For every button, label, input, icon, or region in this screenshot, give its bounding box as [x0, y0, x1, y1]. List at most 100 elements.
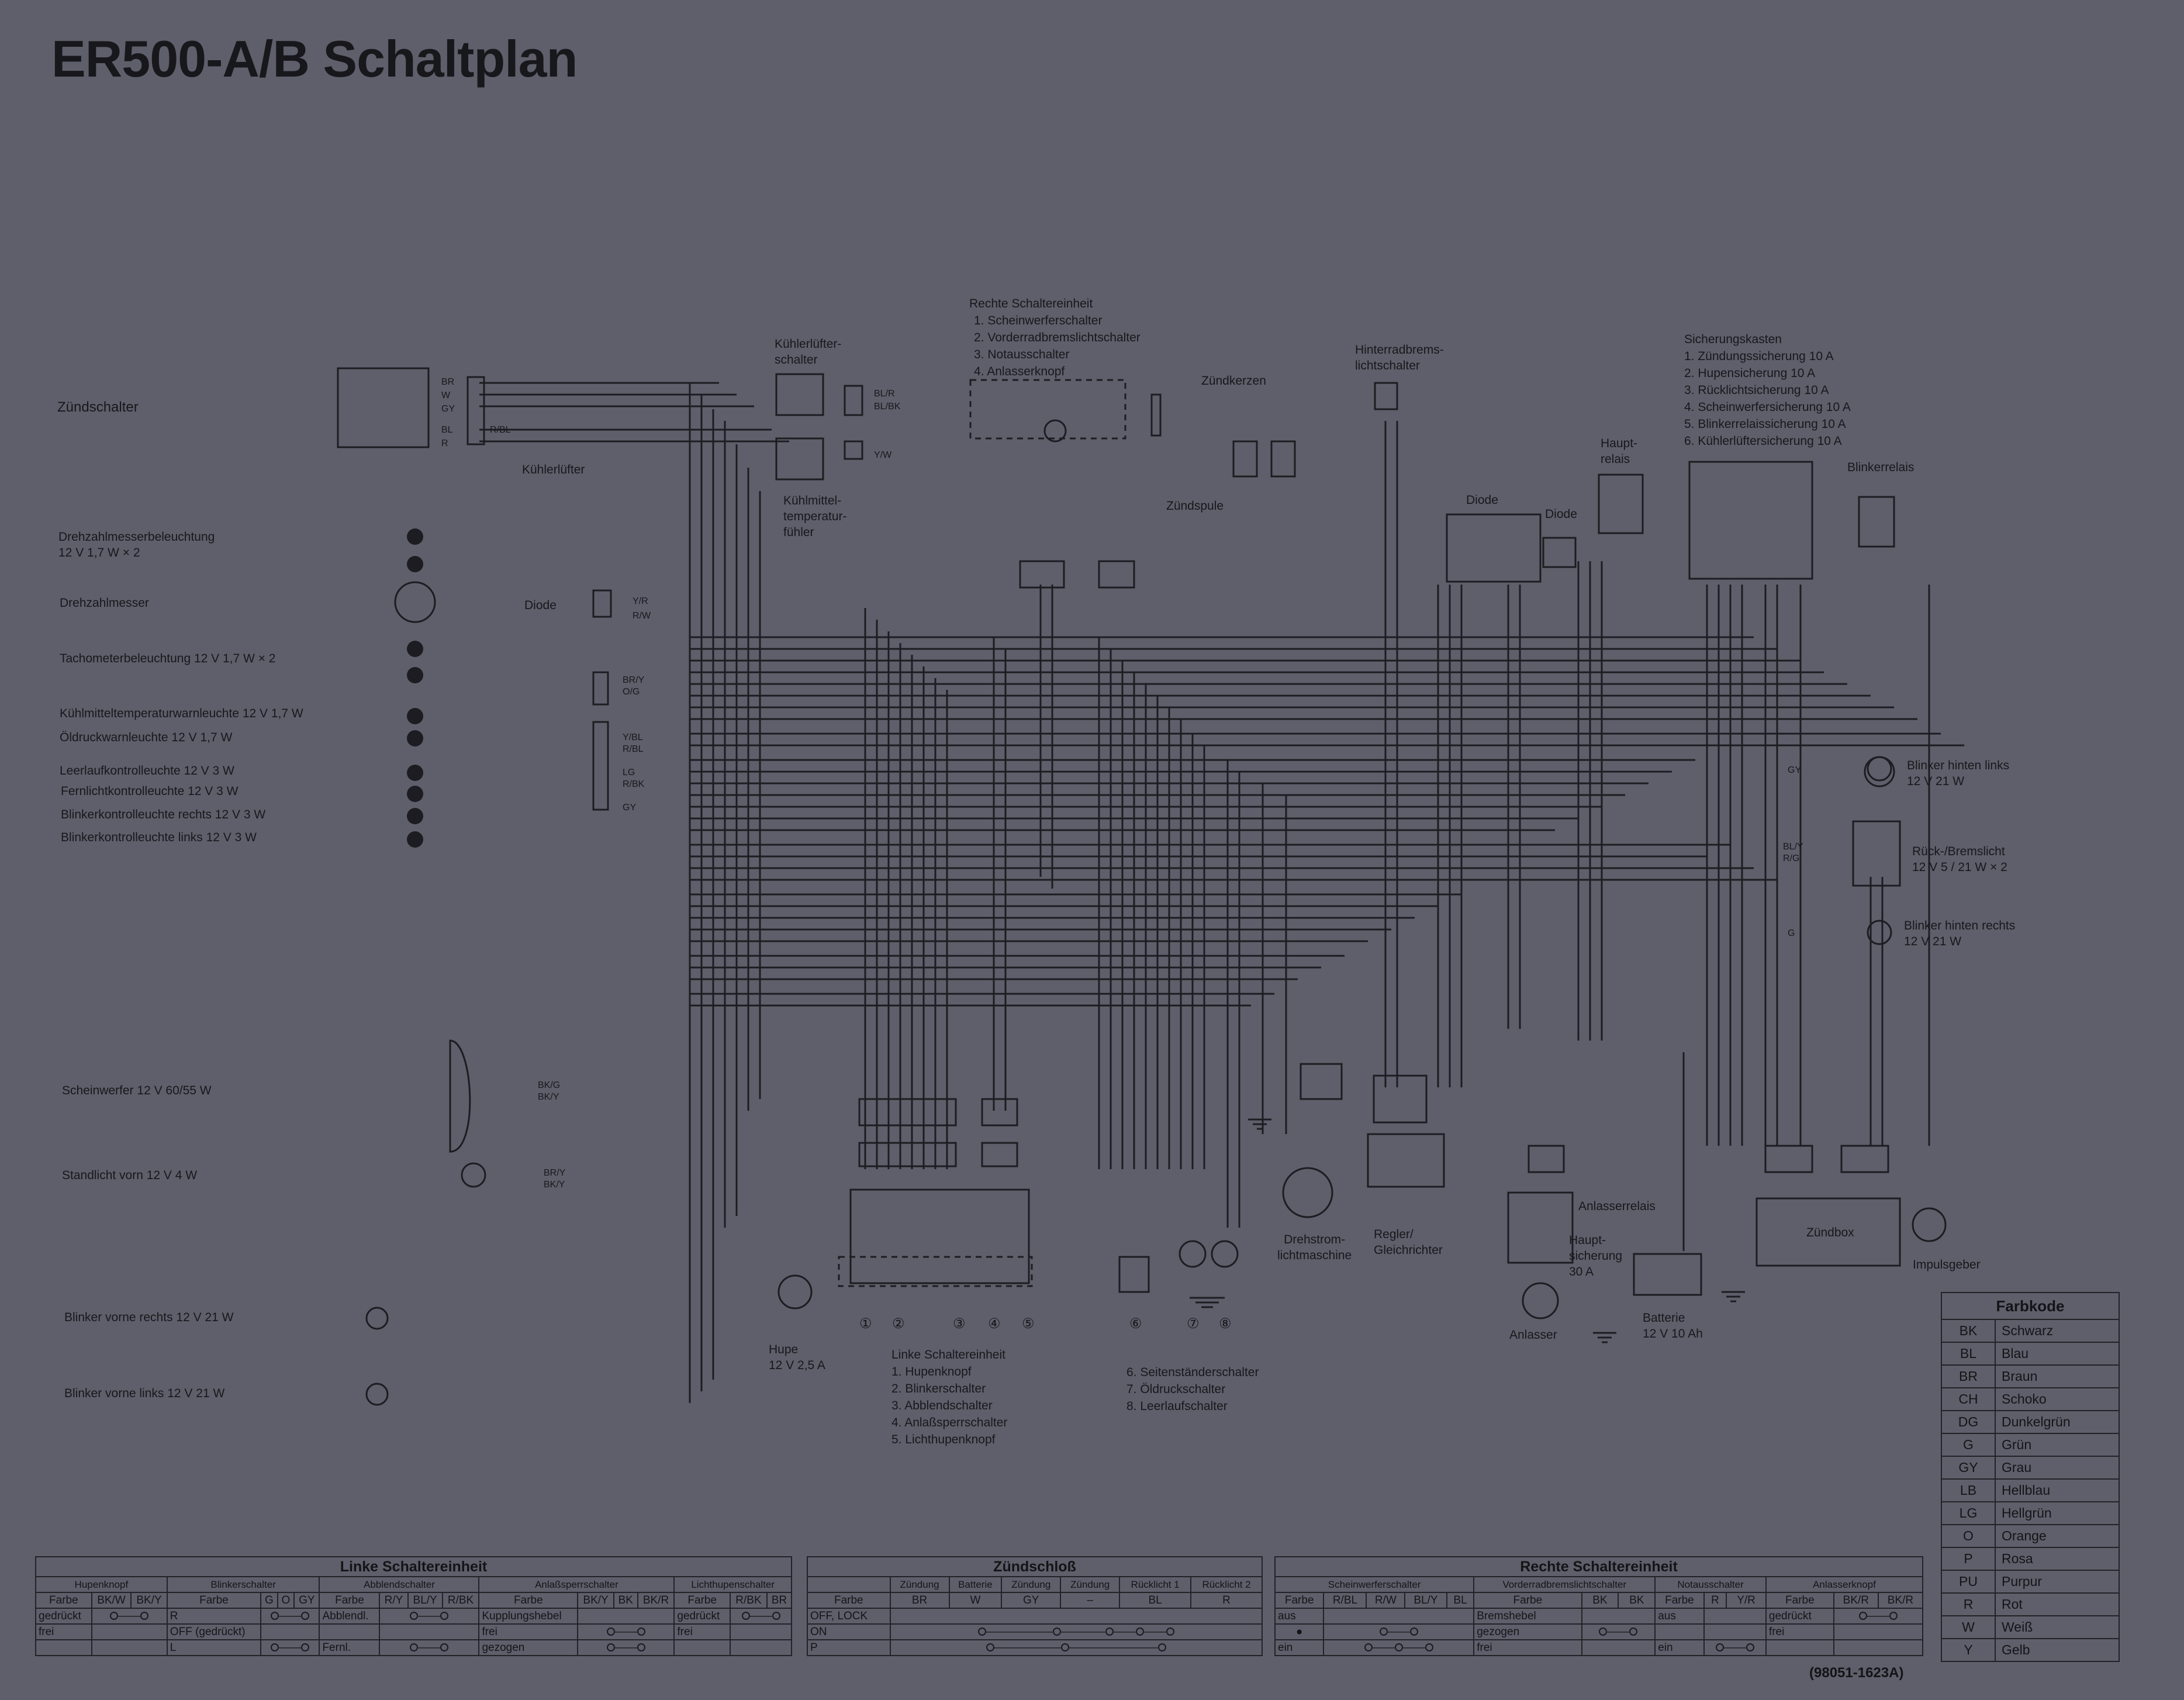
label-batterie: Batterie 12 V 10 Ah — [1643, 1311, 1703, 1340]
legend-name: Schwarz — [1995, 1319, 2120, 1343]
label-blinker-vorne-links: Blinker vorne links 12 V 21 W — [64, 1387, 225, 1400]
label-hauptsicherung: Haupt- sicherung 30 A — [1569, 1233, 1623, 1279]
cell — [1323, 1608, 1475, 1625]
list-item: 5. Lichthupenknopf — [891, 1433, 996, 1446]
left-switch-dashed — [838, 1256, 1033, 1287]
column-header: – — [1060, 1592, 1121, 1609]
column-header: BK/Y — [577, 1592, 614, 1609]
group-header: Batterie — [948, 1576, 1003, 1593]
label-rueck-bremslicht: Rück-/Bremslicht 12 V 5 / 21 W × 2 — [1912, 845, 2007, 874]
cell: —— — [1581, 1623, 1656, 1640]
list-item: 1. Zündungssicherung 10 A — [1684, 350, 1834, 363]
group-header: Anlaßsperrschalter — [478, 1576, 675, 1593]
row-label: Kupplungshebel — [478, 1608, 579, 1625]
column-header: BL/Y — [407, 1592, 443, 1609]
list-item: 3. Notausschalter — [974, 348, 1070, 361]
column-header: R/BL — [1323, 1592, 1367, 1609]
label-zuendkerzen: Zündkerzen — [1201, 374, 1266, 388]
legend-code: BK — [1941, 1319, 1996, 1343]
wire-code: BR/Y — [544, 1168, 566, 1178]
row-label — [35, 1639, 92, 1656]
tail-light-box — [1852, 820, 1901, 887]
row-label: frei — [35, 1623, 92, 1640]
harness-vertical-lines — [689, 383, 1287, 1403]
label-drehzahlmesserbeleuchtung: Drehzahlmesserbeleuchtung 12 V 1,7 W × 2 — [58, 530, 215, 559]
cell — [91, 1639, 168, 1656]
wire-code: GY — [441, 404, 455, 414]
row-label: frei — [1473, 1639, 1582, 1656]
table-rechte-schaltereinheit: Rechte Schaltereinheit Scheinwerferschal… — [1274, 1556, 1924, 1656]
label-kuehlerluefterschalter: Kühlerlüfter- schalter — [775, 337, 842, 367]
list-item: 6. Seitenständerschalter — [1126, 1366, 1259, 1379]
row-label: gezogen — [478, 1639, 579, 1656]
label-zuendschalter: Zündschalter — [57, 399, 139, 415]
table-row: gedrückt—— R—— Abblendl.—— Kupplungshebe… — [35, 1608, 792, 1625]
row-label: R — [166, 1608, 262, 1625]
label-blinkerrelais: Blinkerrelais — [1847, 461, 1915, 474]
row-label: gedrückt — [1765, 1608, 1834, 1625]
starter-button-symbol — [1043, 419, 1067, 443]
column-header: Farbe — [1654, 1592, 1705, 1609]
callout-2: ② — [892, 1316, 905, 1332]
column-header: Farbe — [1274, 1592, 1325, 1609]
label-regler: Regler/ Gleichrichter — [1374, 1228, 1443, 1257]
row-label: OFF (gedrückt) — [166, 1623, 262, 1640]
regulator-box — [1367, 1133, 1445, 1188]
legend-name: Dunkelgrün — [1995, 1410, 2120, 1434]
label-kuehlmitteltemperaturwarnleuchte: Kühlmitteltemperaturwarnleuchte 12 V 1,7… — [60, 707, 303, 720]
wire-code: R/BL — [490, 425, 511, 435]
legend-title: Farbkode — [1941, 1292, 2120, 1320]
wire-code: R — [441, 438, 448, 448]
cell: —— — [577, 1639, 675, 1656]
row-label: aus — [1654, 1608, 1705, 1625]
column-header: BL/Y — [1404, 1592, 1447, 1609]
list-heading: Linke Schaltereinheit — [891, 1348, 1005, 1362]
diode-left-box — [592, 589, 612, 618]
column-header: Farbe — [673, 1592, 731, 1609]
ignition-switch-box — [337, 367, 430, 448]
table-row: ●—— gezogen—— frei — [1274, 1623, 1924, 1640]
label-diode-right: Diode — [1545, 507, 1577, 521]
side-stand-switch — [1118, 1256, 1150, 1293]
column-header: BR — [766, 1592, 793, 1609]
column-header: GY — [293, 1592, 320, 1609]
cell — [1833, 1639, 1924, 1656]
column-header: Farbe — [319, 1592, 381, 1609]
column-header: BK/W — [91, 1592, 132, 1609]
column-header: G — [260, 1592, 278, 1609]
list-item: 3. Rücklichtsicherung 10 A — [1684, 383, 1829, 397]
row-label: Fernl. — [319, 1639, 381, 1656]
row-label: L — [166, 1639, 262, 1656]
row-label: gedrückt — [673, 1608, 731, 1625]
label-blinkerkontrollleuchte-rechts: Blinkerkontrolleuchte rechts 12 V 3 W — [61, 808, 266, 821]
wire-code: R/G — [1783, 854, 1800, 863]
callout-8: ⑧ — [1219, 1316, 1232, 1332]
wire-code: BL — [441, 425, 453, 435]
spark-plug-ground — [1150, 393, 1162, 437]
column-header: Farbe — [478, 1592, 579, 1609]
ignition-coil-2 — [1270, 440, 1296, 478]
legend-name: Schoko — [1995, 1387, 2120, 1411]
wire-code: BK/Y — [544, 1180, 565, 1190]
legend-code: BL — [1941, 1342, 1996, 1366]
column-header: BK/R — [637, 1592, 675, 1609]
group-header: Scheinwerferschalter — [1274, 1576, 1475, 1593]
wire-code: BL/Y — [1783, 842, 1803, 852]
legend-code: PU — [1941, 1570, 1996, 1594]
label-leerlaufkontrollleuchte: Leerlaufkontrolleuchte 12 V 3 W — [60, 764, 234, 778]
cell — [577, 1608, 675, 1625]
label-tachometerbeleuchtung: Tachometerbeleuchtung 12 V 1,7 W × 2 — [60, 652, 276, 665]
label-anlasserrelais: Anlasserrelais — [1578, 1200, 1656, 1213]
row-label — [1654, 1623, 1705, 1640]
pulse-generator-symbol — [1912, 1207, 1947, 1242]
row-label: frei — [478, 1623, 579, 1640]
label-blinkerkontrollleuchte-links: Blinkerkontrolleuchte links 12 V 3 W — [61, 831, 257, 844]
sicherungskasten-list: Sicherungskasten 1. Zündungssicherung 10… — [1684, 331, 1851, 450]
